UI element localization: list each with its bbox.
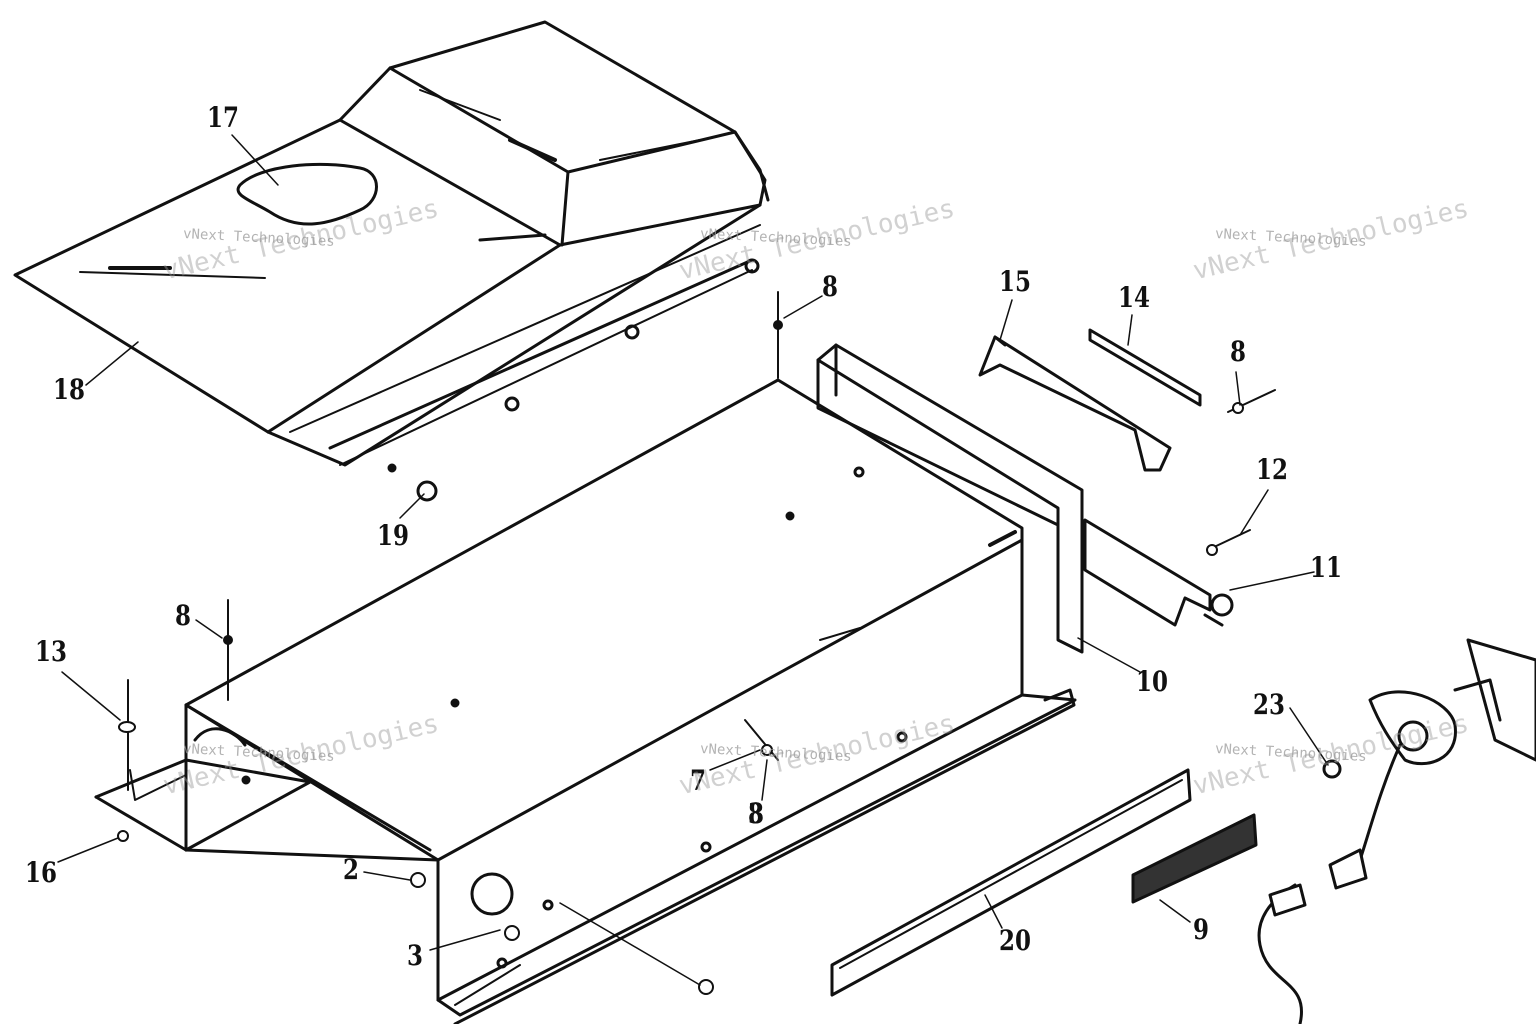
callout-12: 12: [1256, 453, 1288, 486]
chassis-box: [94, 378, 1077, 1024]
callout-3: 3: [407, 939, 423, 972]
callout-7: 7: [690, 764, 706, 797]
callout-10: 10: [1136, 665, 1168, 698]
callout-8-top: 8: [822, 270, 838, 303]
leader-lines: [57, 134, 1329, 986]
callout-17: 17: [207, 101, 239, 134]
rail-15: [978, 335, 1172, 472]
callout-19: 19: [377, 519, 409, 552]
callout-8-middle: 3: [748, 797, 764, 830]
bracket-11: [1083, 518, 1234, 627]
callout-18: 18: [53, 373, 85, 406]
callout-23: 23: [1253, 688, 1285, 721]
bracket-10: [816, 343, 1084, 654]
callout-8-lower: 8: [748, 797, 764, 830]
filter-9: [1131, 813, 1258, 904]
hood-cover: [13, 20, 770, 473]
callout-2: 2: [343, 853, 359, 886]
cable-assembly: [1257, 638, 1536, 1024]
callout-11: 11: [1310, 551, 1342, 584]
callout-13: 13: [35, 635, 67, 668]
callout-20: 20: [999, 924, 1031, 957]
callout-16: 16: [25, 856, 57, 889]
callout-15: 15: [999, 265, 1031, 298]
callout-9: 9: [1193, 913, 1209, 946]
strip-14: [1088, 328, 1202, 407]
callout-8-left: 8: [175, 599, 191, 632]
fasteners: [117, 291, 1276, 995]
callout-14: 14: [1118, 281, 1150, 314]
strip-20: [830, 768, 1192, 997]
callout-8-right: 8: [1230, 335, 1246, 368]
